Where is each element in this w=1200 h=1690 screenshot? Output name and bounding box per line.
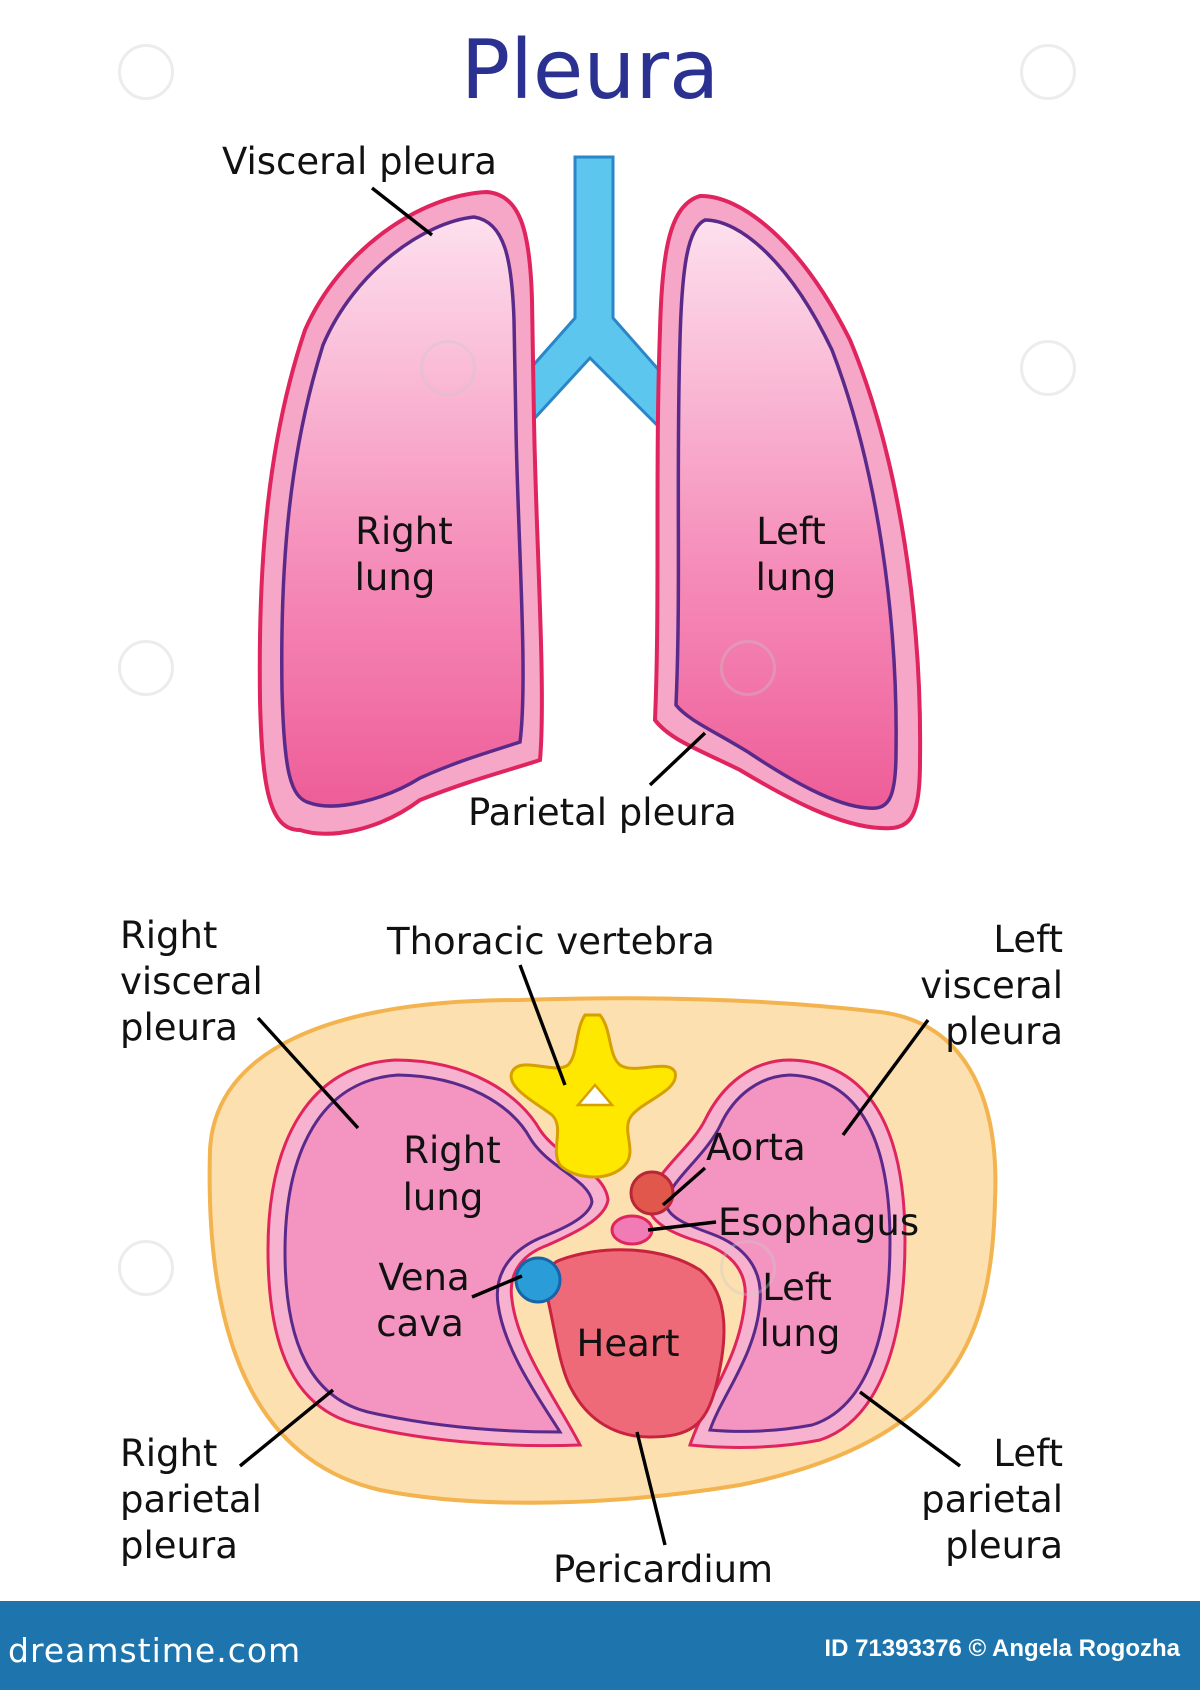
footer-credit: ID 71393376 © Angela Rogozha bbox=[824, 1635, 1180, 1662]
esophagus-leader bbox=[647, 1220, 717, 1232]
vena-cava-shape bbox=[514, 1256, 562, 1304]
thoracic-vertebra-shape bbox=[509, 1013, 677, 1179]
left-parietal-pleura-line2: parietal bbox=[921, 1478, 1063, 1521]
aorta-shape bbox=[629, 1170, 675, 1216]
right-visceral-pleura-line2: visceral bbox=[120, 960, 263, 1003]
footer-bar: dreamstime.com ID 71393376 © Angela Rogo… bbox=[0, 1601, 1200, 1690]
dreamstime-watermark-icon bbox=[118, 1240, 174, 1296]
dreamstime-watermark-icon bbox=[1020, 340, 1076, 396]
right-lung-cs-line1: Right bbox=[403, 1129, 500, 1172]
esophagus-shape bbox=[610, 1214, 654, 1246]
vena-cava-label-line2: cava bbox=[376, 1302, 464, 1345]
right-lung-label-line1: Right bbox=[355, 510, 452, 553]
heart-shape bbox=[544, 1248, 726, 1439]
right-parietal-pleura-leader bbox=[238, 1388, 335, 1468]
pericardium-leader bbox=[635, 1431, 667, 1546]
left-visceral-pleura-line3: pleura bbox=[945, 1010, 1063, 1053]
dreamstime-watermark-icon bbox=[720, 1240, 776, 1296]
aorta-label: Aorta bbox=[706, 1126, 806, 1169]
left-parietal-pleura-line1: Left bbox=[993, 1432, 1063, 1475]
vena-cava-label-line1: Vena bbox=[378, 1256, 469, 1299]
right-visceral-pleura-line1: Right bbox=[120, 914, 217, 957]
dreamstime-watermark-icon bbox=[420, 340, 476, 396]
right-visceral-pleura-leader bbox=[256, 1016, 360, 1130]
right-visceral-pleura-line3: pleura bbox=[120, 1006, 238, 1049]
thoracic-vertebra-label: Thoracic vertebra bbox=[386, 920, 715, 963]
dreamstime-watermark-icon bbox=[1020, 44, 1076, 100]
visceral-pleura-label: Visceral pleura bbox=[222, 140, 497, 183]
thoracic-vertebra-leader bbox=[518, 964, 567, 1086]
footer-brand[interactable]: dreamstime.com bbox=[8, 1631, 302, 1670]
right-lung-cs-line2: lung bbox=[403, 1176, 484, 1219]
right-lung-cross-section bbox=[266, 1058, 610, 1448]
left-lung-label-line1: Left bbox=[756, 510, 826, 553]
left-visceral-pleura-line1: Left bbox=[993, 918, 1063, 961]
dreamstime-watermark-icon bbox=[118, 640, 174, 696]
right-parietal-pleura-line2: parietal bbox=[120, 1478, 262, 1521]
right-parietal-pleura-line1: Right bbox=[120, 1432, 217, 1475]
trachea bbox=[520, 155, 674, 444]
left-parietal-pleura-leader bbox=[858, 1390, 962, 1468]
right-parietal-pleura-line3: pleura bbox=[120, 1524, 238, 1567]
left-visceral-pleura-leader bbox=[841, 1018, 930, 1137]
parietal-pleura-label: Parietal pleura bbox=[468, 791, 737, 834]
diagram-title: Pleura bbox=[461, 23, 720, 118]
pericardium-label: Pericardium bbox=[553, 1548, 773, 1591]
right-lung-label-line2: lung bbox=[355, 556, 436, 599]
esophagus-label: Esophagus bbox=[718, 1201, 919, 1244]
heart-label: Heart bbox=[577, 1322, 680, 1365]
vena-cava-leader bbox=[471, 1274, 523, 1299]
dreamstime-watermark-icon bbox=[118, 44, 174, 100]
left-lung-cs-line2: lung bbox=[760, 1312, 841, 1355]
left-lung-label-line2: lung bbox=[756, 556, 837, 599]
aorta-leader bbox=[661, 1166, 707, 1207]
left-visceral-pleura-line2: visceral bbox=[920, 964, 1063, 1007]
left-parietal-pleura-line3: pleura bbox=[945, 1524, 1063, 1567]
dreamstime-watermark-icon bbox=[720, 640, 776, 696]
parietal-pleura-leader bbox=[648, 731, 707, 787]
visceral-pleura-leader bbox=[370, 186, 434, 237]
